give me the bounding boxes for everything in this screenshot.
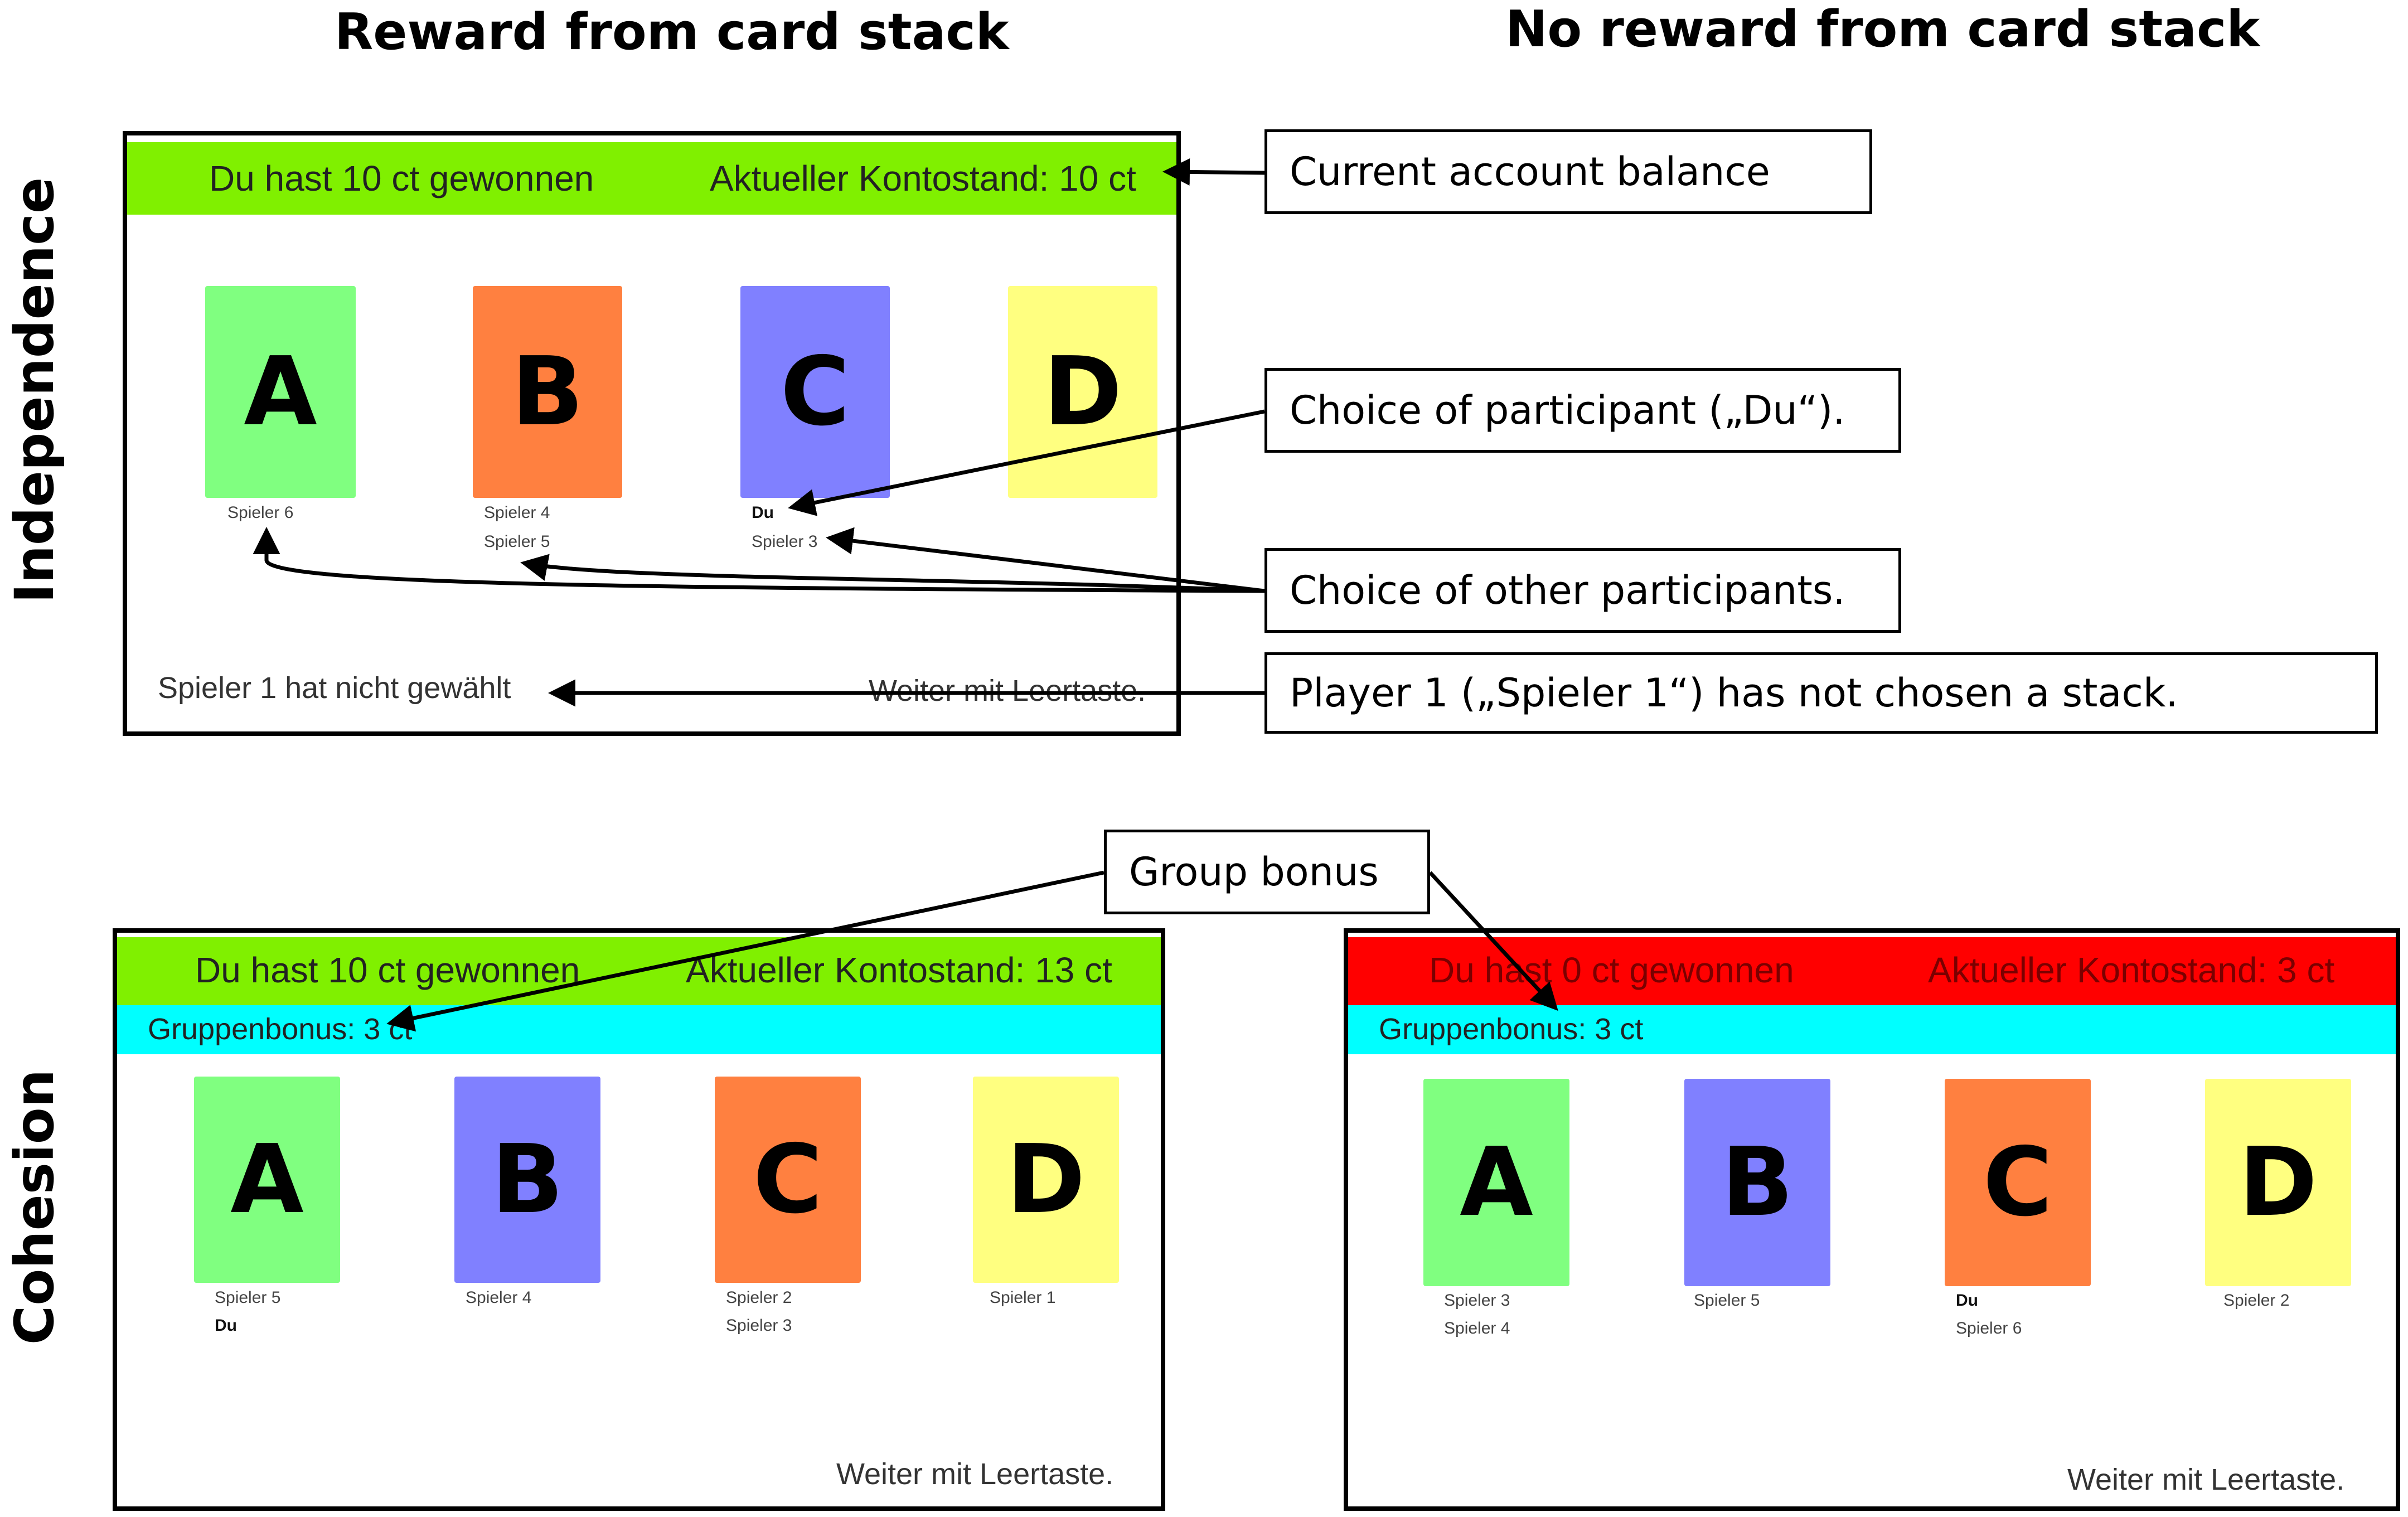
continue-hint: Weiter mit Leertaste.: [869, 674, 1146, 707]
group-bonus: Gruppenbonus: 3 ct: [1379, 1012, 1644, 1046]
status-won: Du hast 10 ct gewonnen: [209, 158, 594, 198]
panel-cohesion-reward: Du hast 10 ct gewonnen Aktueller Kontost…: [113, 928, 1165, 1511]
status-bar: Du hast 10 ct gewonnen Aktueller Kontost…: [127, 142, 1176, 215]
continue-hint: Weiter mit Leertaste.: [836, 1457, 1114, 1491]
card-a-player-label: Spieler 6: [227, 503, 294, 522]
card-a-player-label: Du: [215, 1316, 237, 1335]
card-a-player-label: Spieler 3: [1444, 1291, 1510, 1310]
panel-cohesion-no-reward: Du hast 0 ct gewonnen Aktueller Kontosta…: [1344, 928, 2400, 1511]
not-chosen-notice: Spieler 1 hat nicht gewählt: [158, 671, 511, 705]
card-d-player-label: Spieler 1: [990, 1288, 1056, 1307]
card-d[interactable]: D: [2205, 1079, 2351, 1286]
callout-player1-not-chosen: Player 1 („Spieler 1“) has not chosen a …: [1264, 652, 2378, 734]
bonus-bar: Gruppenbonus: 3 ct: [1348, 1005, 2396, 1054]
card-b-player-label: Spieler 5: [484, 532, 550, 551]
status-won: Du hast 10 ct gewonnen: [195, 950, 580, 990]
card-b-player-label: Spieler 5: [1694, 1291, 1760, 1310]
status-balance: Aktueller Kontostand: 13 ct: [686, 950, 1112, 990]
status-bar: Du hast 0 ct gewonnen Aktueller Kontosta…: [1348, 937, 2396, 1005]
bonus-bar: Gruppenbonus: 3 ct: [117, 1005, 1161, 1054]
card-a-player-label: Spieler 5: [215, 1288, 281, 1307]
card-b-player-label: Spieler 4: [466, 1288, 532, 1307]
callout-participant-choice: Choice of participant („Du“).: [1264, 368, 1901, 453]
card-a[interactable]: A: [205, 286, 356, 498]
row-header-cohesion: Cohesion: [3, 1069, 66, 1345]
arrow-balance: [1162, 158, 1265, 186]
card-c-player-label: Spieler 3: [752, 532, 818, 551]
card-d[interactable]: D: [1008, 286, 1157, 498]
group-bonus: Gruppenbonus: 3 ct: [148, 1012, 413, 1046]
callout-group-bonus: Group bonus: [1104, 830, 1430, 914]
callout-other-choices: Choice of other participants.: [1264, 548, 1901, 633]
card-d-player-label: Spieler 2: [2223, 1291, 2290, 1310]
card-c-player-label: Spieler 6: [1956, 1319, 2022, 1337]
status-won: Du hast 0 ct gewonnen: [1429, 950, 1794, 990]
callout-account-balance: Current account balance: [1264, 129, 1872, 214]
card-c-player-label: Spieler 3: [726, 1316, 792, 1335]
card-c-player-label: Du: [752, 503, 774, 522]
card-b[interactable]: B: [454, 1077, 600, 1283]
card-c[interactable]: C: [1945, 1079, 2091, 1286]
card-c-player-label: Spieler 2: [726, 1288, 792, 1307]
card-a[interactable]: A: [194, 1077, 340, 1283]
continue-hint: Weiter mit Leertaste.: [2067, 1463, 2345, 1496]
status-bar: Du hast 10 ct gewonnen Aktueller Kontost…: [117, 937, 1161, 1005]
card-b[interactable]: B: [1684, 1079, 1830, 1286]
card-b[interactable]: B: [473, 286, 622, 498]
card-a-player-label: Spieler 4: [1444, 1319, 1510, 1337]
status-balance: Aktueller Kontostand: 10 ct: [710, 158, 1136, 198]
column-header-reward: Reward from card stack: [335, 3, 1009, 61]
card-c[interactable]: C: [715, 1077, 861, 1283]
card-a[interactable]: A: [1423, 1079, 1569, 1286]
row-header-independence: Independence: [3, 177, 66, 604]
card-c-player-label: Du: [1956, 1291, 1978, 1310]
status-balance: Aktueller Kontostand: 3 ct: [1928, 950, 2335, 990]
card-b-player-label: Spieler 4: [484, 503, 550, 522]
card-c[interactable]: C: [740, 286, 890, 498]
card-d[interactable]: D: [973, 1077, 1119, 1283]
panel-independence: Du hast 10 ct gewonnen Aktueller Kontost…: [123, 131, 1181, 736]
column-header-no-reward: No reward from card stack: [1505, 0, 2260, 59]
